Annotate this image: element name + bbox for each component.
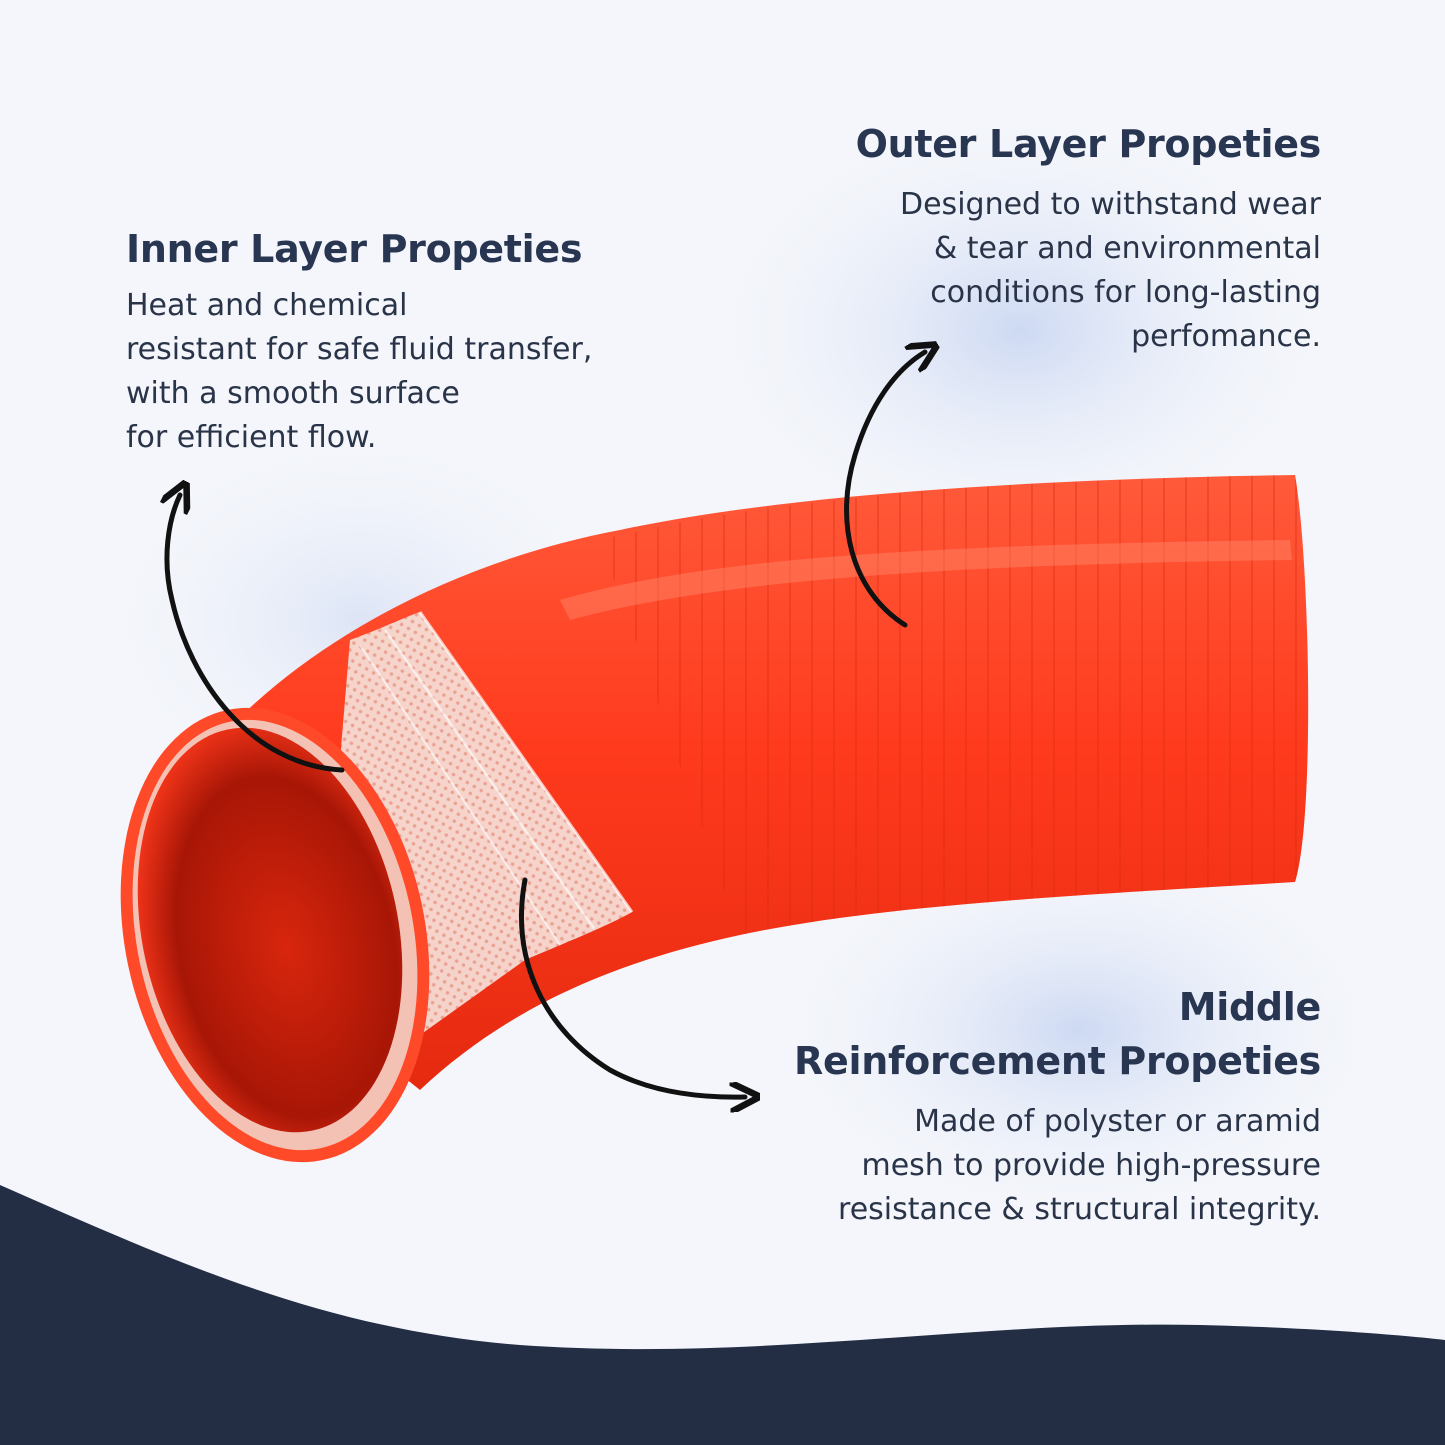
hose-illustration [120, 475, 1309, 1163]
inner-layer-description: Heat and chemical resistant for safe flu… [126, 284, 686, 460]
middle-line: mesh to provide high-pressure [861, 1148, 1321, 1183]
outer-line: conditions for long-lasting [930, 275, 1321, 310]
inner-line: resistant for safe fluid transfer, [126, 332, 593, 367]
mesh-edge [383, 629, 597, 931]
middle-layer-description: Made of polyster or aramid mesh to provi… [701, 1100, 1321, 1232]
mesh-edge [418, 611, 634, 913]
hose-ribs [600, 475, 1309, 935]
background-glow [760, 830, 1400, 1230]
outer-line: & tear and environmental [933, 231, 1321, 266]
middle-title-line: Middle [1178, 985, 1322, 1029]
middle-title-line: Reinforcement Propeties [794, 1039, 1321, 1083]
inner-line: with a smooth surface [126, 376, 460, 411]
curved-arrow-icon [167, 495, 345, 773]
inner-layer-title: Inner Layer Propeties [126, 227, 583, 271]
hose-opening [137, 727, 403, 1133]
curved-arrow-icon [844, 352, 925, 628]
outer-line: perfomance. [1131, 319, 1321, 354]
middle-layer-title: Middle Reinforcement Propeties [701, 980, 1321, 1088]
inner-line: for efficient flow. [126, 420, 377, 455]
outer-layer-title: Outer Layer Propeties [855, 122, 1322, 166]
middle-line: Made of polyster or aramid [914, 1104, 1321, 1139]
outer-layer-description: Designed to withstand wear & tear and en… [801, 183, 1321, 359]
outer-line: Designed to withstand wear [900, 187, 1321, 222]
bottom-wave [0, 1185, 1445, 1445]
inner-line: Heat and chemical [126, 288, 408, 323]
inner-layer-callout: Inner Layer Propeties Heat and chemical … [126, 222, 686, 460]
middle-layer-callout: Middle Reinforcement Propeties Made of p… [701, 980, 1321, 1232]
background-glow [690, 100, 1350, 560]
curved-arrow-icon [519, 877, 745, 1097]
mesh-edge [359, 644, 561, 946]
outer-layer-callout: Outer Layer Propeties Designed to withst… [801, 117, 1322, 359]
middle-line: resistance & structural integrity. [838, 1192, 1321, 1227]
hose-highlight [560, 540, 1292, 620]
